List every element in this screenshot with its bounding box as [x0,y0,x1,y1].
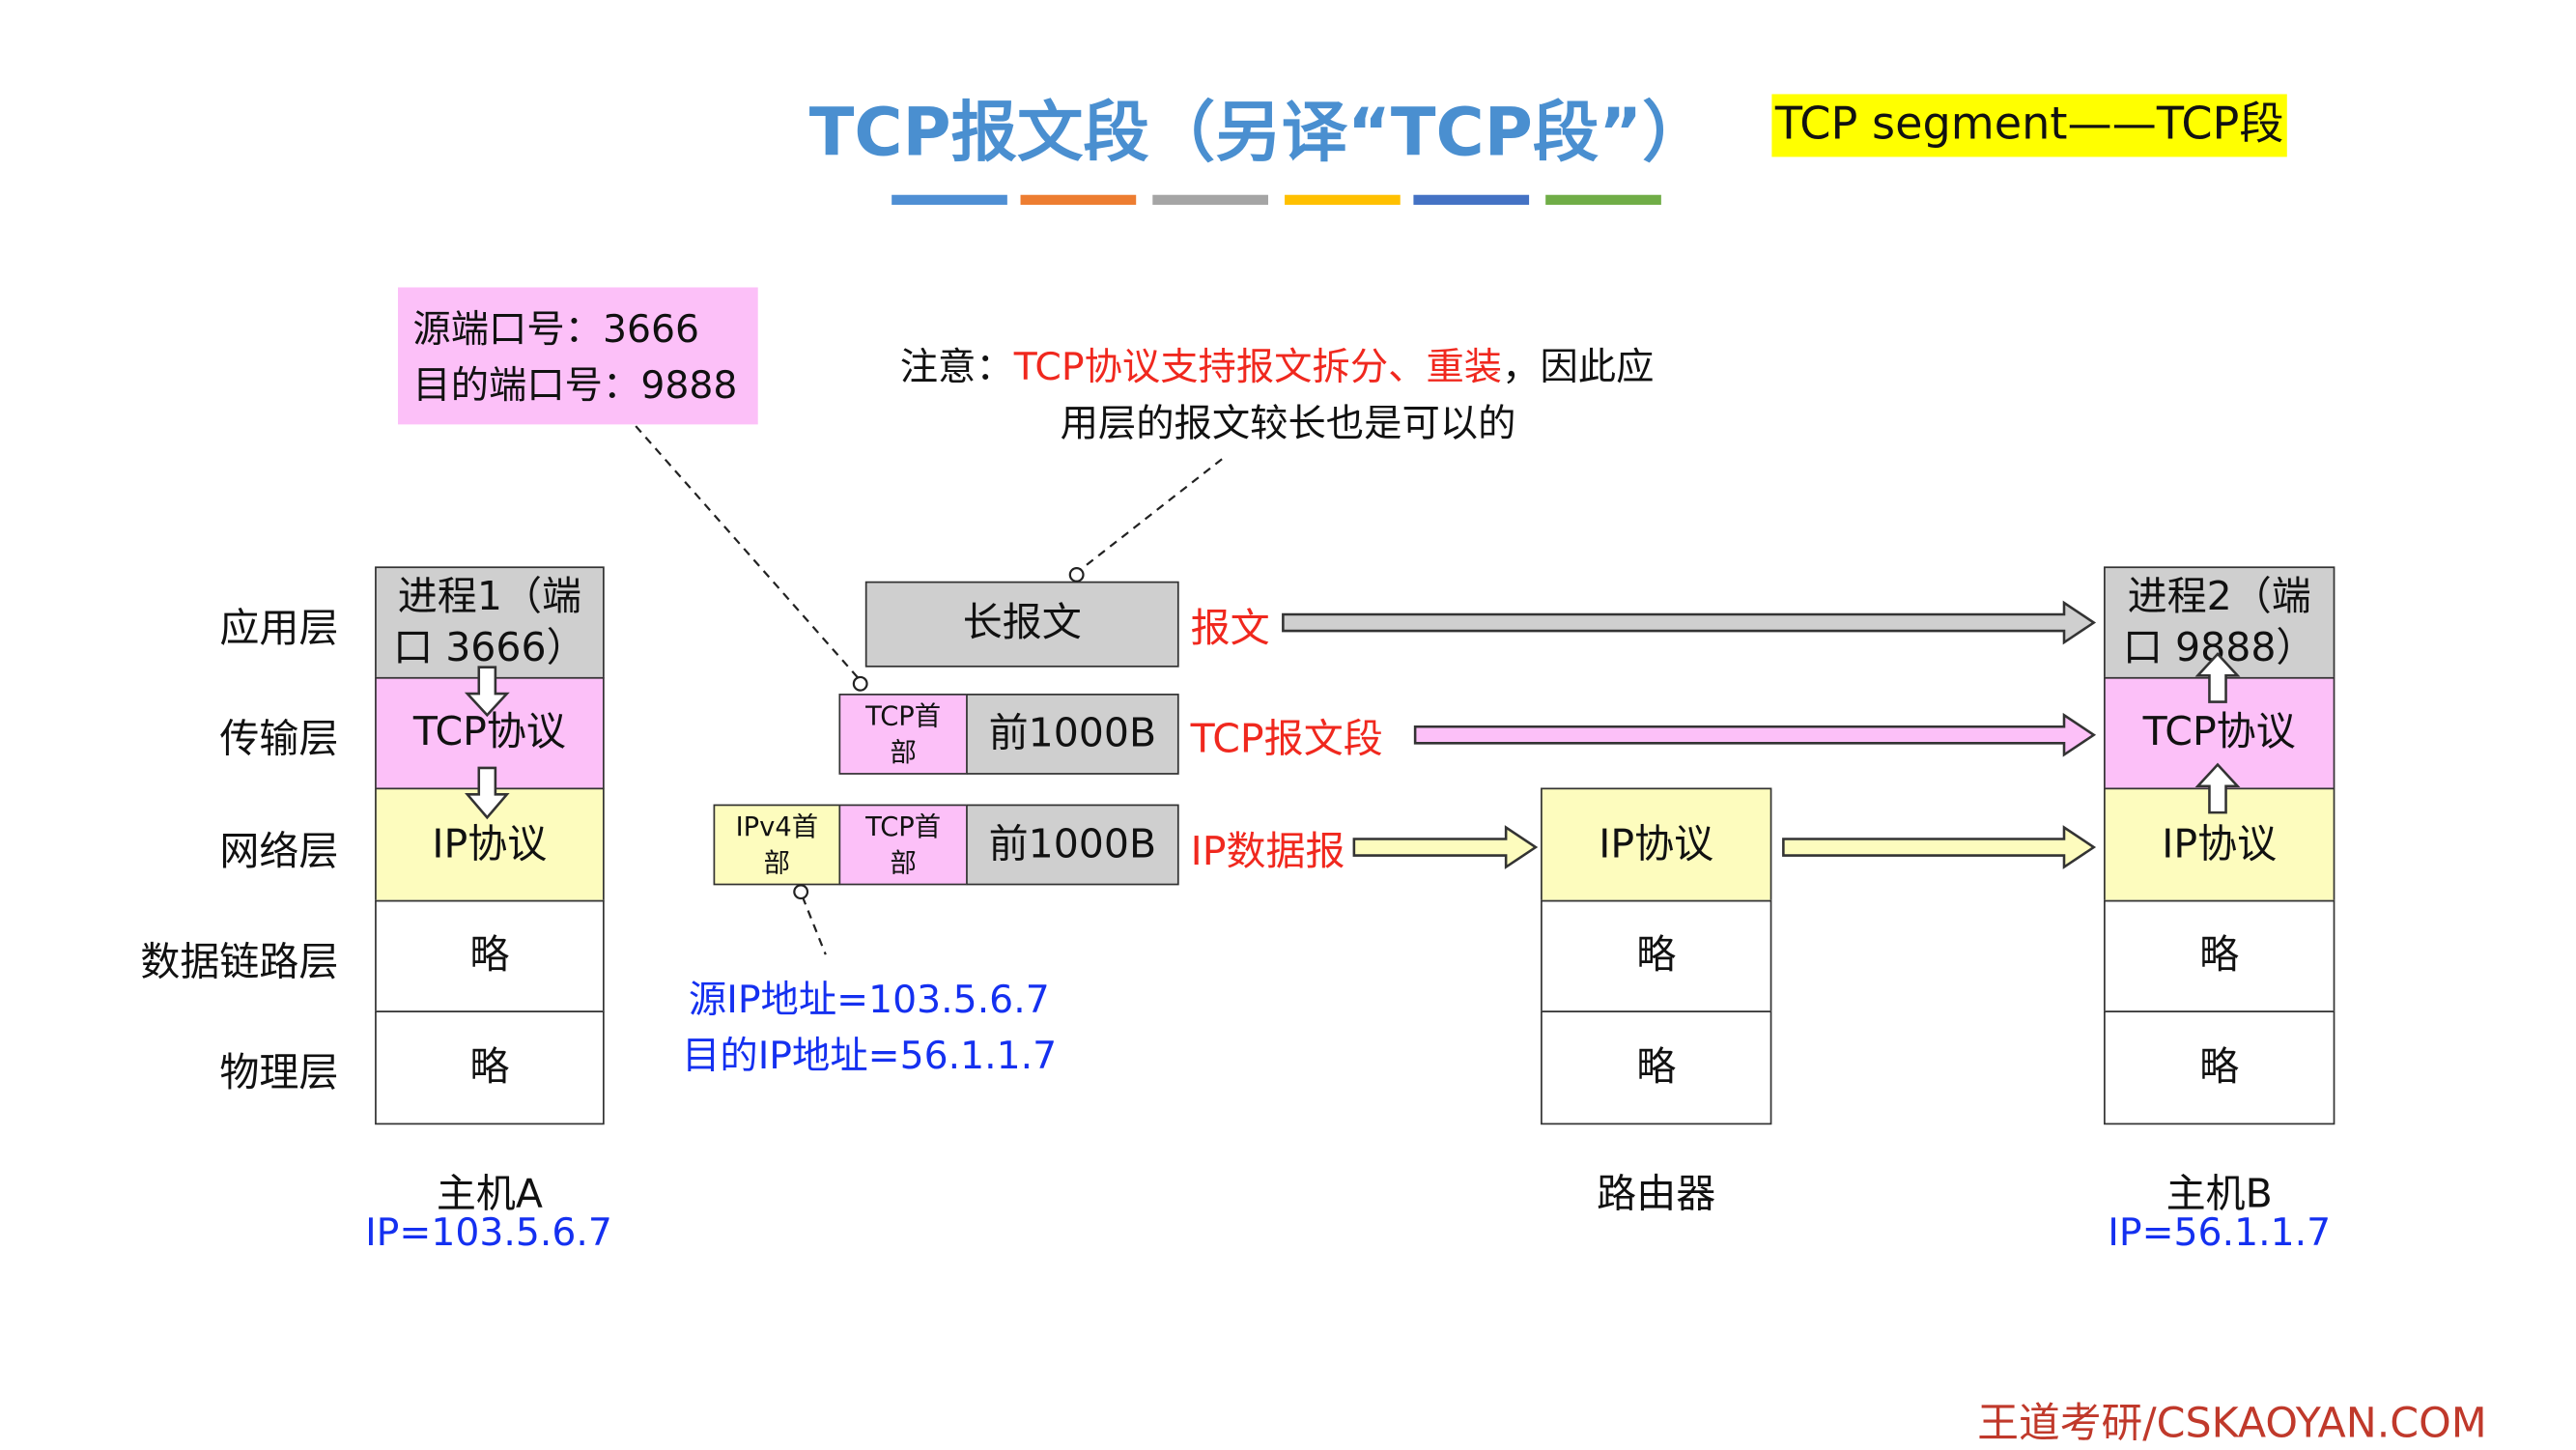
datagram-payload-box: 前1000B [966,804,1179,886]
datagram-tcp-header-box: TCP首部 [838,804,968,886]
host-a-link: 略 [375,899,605,1012]
source-port: 源端口号：3666 [412,308,700,353]
layer-label: 物理层 [219,1049,339,1096]
router-name: 路由器 [1597,1171,1716,1217]
port-callout-line [635,425,862,682]
host-a-ip-address: IP=103.5.6.7 [365,1211,612,1256]
down-arrow-icon [465,766,510,820]
host-b-phys: 略 [2104,1010,2335,1125]
note-highlight: TCP协议支持报文拆分、重装 [1013,347,1503,390]
segment-payload-box: 前1000B [966,694,1179,775]
router-phys: 略 [1541,1010,1772,1125]
message-box: 长报文 [864,581,1179,668]
ip-callout-line [801,896,827,955]
subtitle-badge: TCP segment——TCP段 [1771,94,2287,157]
layer-label: 应用层 [219,605,339,652]
host-a-phys: 略 [375,1010,605,1125]
source-ip-note: 源IP地址=103.5.6.7 [688,979,1050,1023]
host-b-link: 略 [2104,899,2335,1012]
ipv4-header-box: IPv4首部 [713,804,841,886]
color-bar-segment [1020,194,1137,205]
router-ip: IP协议 [1541,787,1772,902]
datagram-arrow-icon [1352,825,1539,869]
dest-port: 目的端口号：9888 [412,364,738,409]
note-prefix: 注意： [899,347,1014,390]
color-bar-segment [1285,194,1401,205]
segment-arrow-icon [1413,712,2097,757]
label-segment: TCP报文段 [1190,716,1383,762]
layer-label: 数据链路层 [140,938,339,985]
label-datagram: IP数据报 [1190,828,1345,875]
port-note: 源端口号：3666 目的端口号：9888 [398,287,758,425]
label-message: 报文 [1190,605,1270,652]
host-b-ip-address: IP=56.1.1.7 [2108,1211,2332,1256]
page-title: TCP报文段（另译“TCP段”） [808,96,1709,172]
down-arrow-icon [464,666,510,718]
host-a-name: 主机A [436,1171,543,1217]
up-arrow-icon [2194,652,2241,703]
host-b-name: 主机B [2166,1171,2273,1217]
footer-brand: 王道考研/CSKAOYAN.COM [1977,1399,2487,1447]
router-arrow-icon [1782,825,2097,869]
message-arrow-icon [1282,600,2097,645]
host-a-ip: IP协议 [375,787,605,902]
color-bar-segment [1152,194,1268,205]
up-arrow-icon [2194,762,2241,814]
color-bar-segment [1413,194,1530,205]
layer-label: 传输层 [219,716,339,762]
host-a-app: 进程1（端口 3666） [375,566,605,679]
dest-ip-note: 目的IP地址=56.1.1.7 [682,1035,1058,1079]
router-link: 略 [1541,899,1772,1012]
note-callout-line [1077,458,1223,573]
layer-label: 网络层 [219,828,339,875]
note-line2: 用层的报文较长也是可以的 [1060,403,1516,446]
note-suffix: ，因此应 [1502,347,1655,390]
color-bar-segment [892,194,1007,205]
note: 注意：TCP协议支持报文拆分、重装，因此应 [900,335,1655,391]
color-bar-segment [1545,194,1661,205]
